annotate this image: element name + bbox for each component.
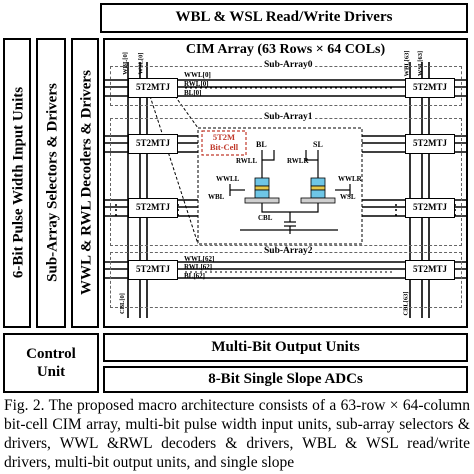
output-units-block: Multi-Bit Output Units: [103, 333, 468, 362]
bitcell-wbl: WBL: [208, 193, 225, 201]
bitcell-bl: BL: [256, 140, 267, 149]
cell-r62-c63: 5T2MTJ: [405, 260, 455, 280]
cell-r62-c0: 5T2MTJ: [128, 260, 178, 280]
wwl-rwl-decoder-block: WWL & RWL Decoders & Drivers: [71, 38, 99, 328]
cell-r2-c63: 5T2MTJ: [405, 198, 455, 218]
adc-label: 8-Bit Single Slope ADCs: [208, 371, 363, 387]
cell-r0-c63: 5T2MTJ: [405, 78, 455, 98]
cim-array-title: CIM Array (63 Rows × 64 COLs): [185, 42, 386, 57]
sub-array-0-label: Sub-Array0: [262, 60, 315, 70]
signal-cbl0: CBL[0]: [118, 293, 126, 314]
signal-wsl0: WSL[0]: [137, 52, 145, 75]
sub-array-selector-block: Sub-Array Selectors & Drivers: [36, 38, 66, 328]
cell-r1-c0: 5T2MTJ: [128, 134, 178, 154]
signal-bl62: BL[62]: [184, 272, 205, 280]
signal-wwl62: WWL[62]: [184, 255, 215, 263]
bitcell-wwll: WWLL: [216, 175, 240, 183]
cell-r2-c0: 5T2MTJ: [128, 198, 178, 218]
pulse-width-input-block: 6-Bit Pulse Width Input Units: [3, 38, 31, 328]
bitcell-rwlr: RWLR: [287, 157, 309, 165]
signal-rwl0: RWL[0]: [184, 80, 209, 88]
signal-cbl63: CBL[63]: [402, 291, 410, 316]
bitcell-wsl: WSL: [340, 193, 356, 201]
cell-r0-c0: 5T2MTJ: [128, 78, 178, 98]
control-unit-block: Control Unit: [3, 333, 99, 393]
pulse-width-input-label: 6-Bit Pulse Width Input Units: [10, 86, 27, 279]
sub-array-selector-label: Sub-Array Selectors & Drivers: [44, 83, 61, 282]
figure-caption: Fig. 2. The proposed macro architecture …: [4, 396, 470, 474]
bitcell-sl: SL: [313, 140, 323, 149]
signal-wsl63: WSL[63]: [417, 50, 425, 77]
output-units-label: Multi-Bit Output Units: [211, 339, 360, 355]
sub-array-2-label: Sub-Array2: [262, 246, 315, 256]
wbl-wsl-driver-block: WBL & WSL Read/Write Drivers: [100, 3, 468, 33]
bitcell-label-line1: 5T2M: [212, 132, 236, 142]
signal-wbl63: WBL[63]: [403, 50, 411, 77]
sub-array-1-label: Sub-Array1: [262, 112, 315, 122]
bitcell-wwlr: WWLR: [338, 175, 362, 183]
bitcell-label-line2: Bit-Cell: [209, 142, 239, 152]
caption-text: Fig. 2. The proposed macro architecture …: [4, 397, 470, 471]
signal-wwl0: WWL[0]: [184, 71, 211, 79]
wbl-wsl-driver-label: WBL & WSL Read/Write Drivers: [175, 9, 393, 25]
control-unit-label: Control Unit: [26, 346, 76, 380]
wwl-rwl-decoder-label: WWL & RWL Decoders & Drivers: [78, 70, 95, 295]
bitcell-rwll: RWLL: [236, 157, 258, 165]
signal-rwl62: RWL[62]: [184, 263, 213, 271]
bitcell-label: 5T2M Bit-Cell: [203, 132, 245, 152]
bitcell-cbl: CBL: [258, 214, 273, 222]
cell-r1-c63: 5T2MTJ: [405, 134, 455, 154]
adc-block: 8-Bit Single Slope ADCs: [103, 366, 468, 393]
signal-wbl0: WBL[0]: [121, 52, 129, 75]
signal-bl0: BL[0]: [184, 89, 202, 97]
